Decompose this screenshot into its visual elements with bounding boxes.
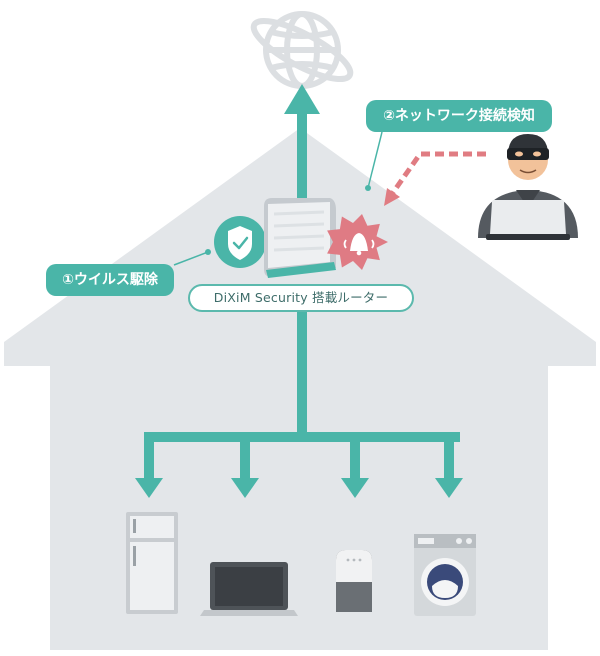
laptop-icon (200, 562, 298, 616)
network-leader-dot (365, 185, 371, 191)
network-callout-leader (367, 131, 383, 189)
refrigerator-icon (126, 512, 178, 614)
smart-speaker-icon (336, 550, 372, 612)
alarm-bell-icon (327, 214, 388, 270)
router-trunk-line (297, 304, 307, 436)
virus-leader-dot (205, 249, 211, 255)
hacker-icon (478, 134, 578, 240)
intrusion-arrow (384, 151, 486, 206)
router-label: DiXiM Security 搭載ルーター (188, 284, 414, 312)
device-arrows (135, 436, 463, 498)
network-detection-callout: ②ネットワーク接続検知 (366, 100, 552, 132)
virus-removal-callout: ①ウイルス駆除 (46, 264, 174, 296)
distribution-bar (144, 432, 460, 442)
globe-icon (250, 11, 354, 89)
shield-check-icon (214, 216, 266, 268)
internet-arrow (284, 84, 320, 204)
washing-machine-icon (414, 534, 476, 616)
router-icon (264, 198, 336, 278)
virus-callout-leader (173, 251, 209, 266)
